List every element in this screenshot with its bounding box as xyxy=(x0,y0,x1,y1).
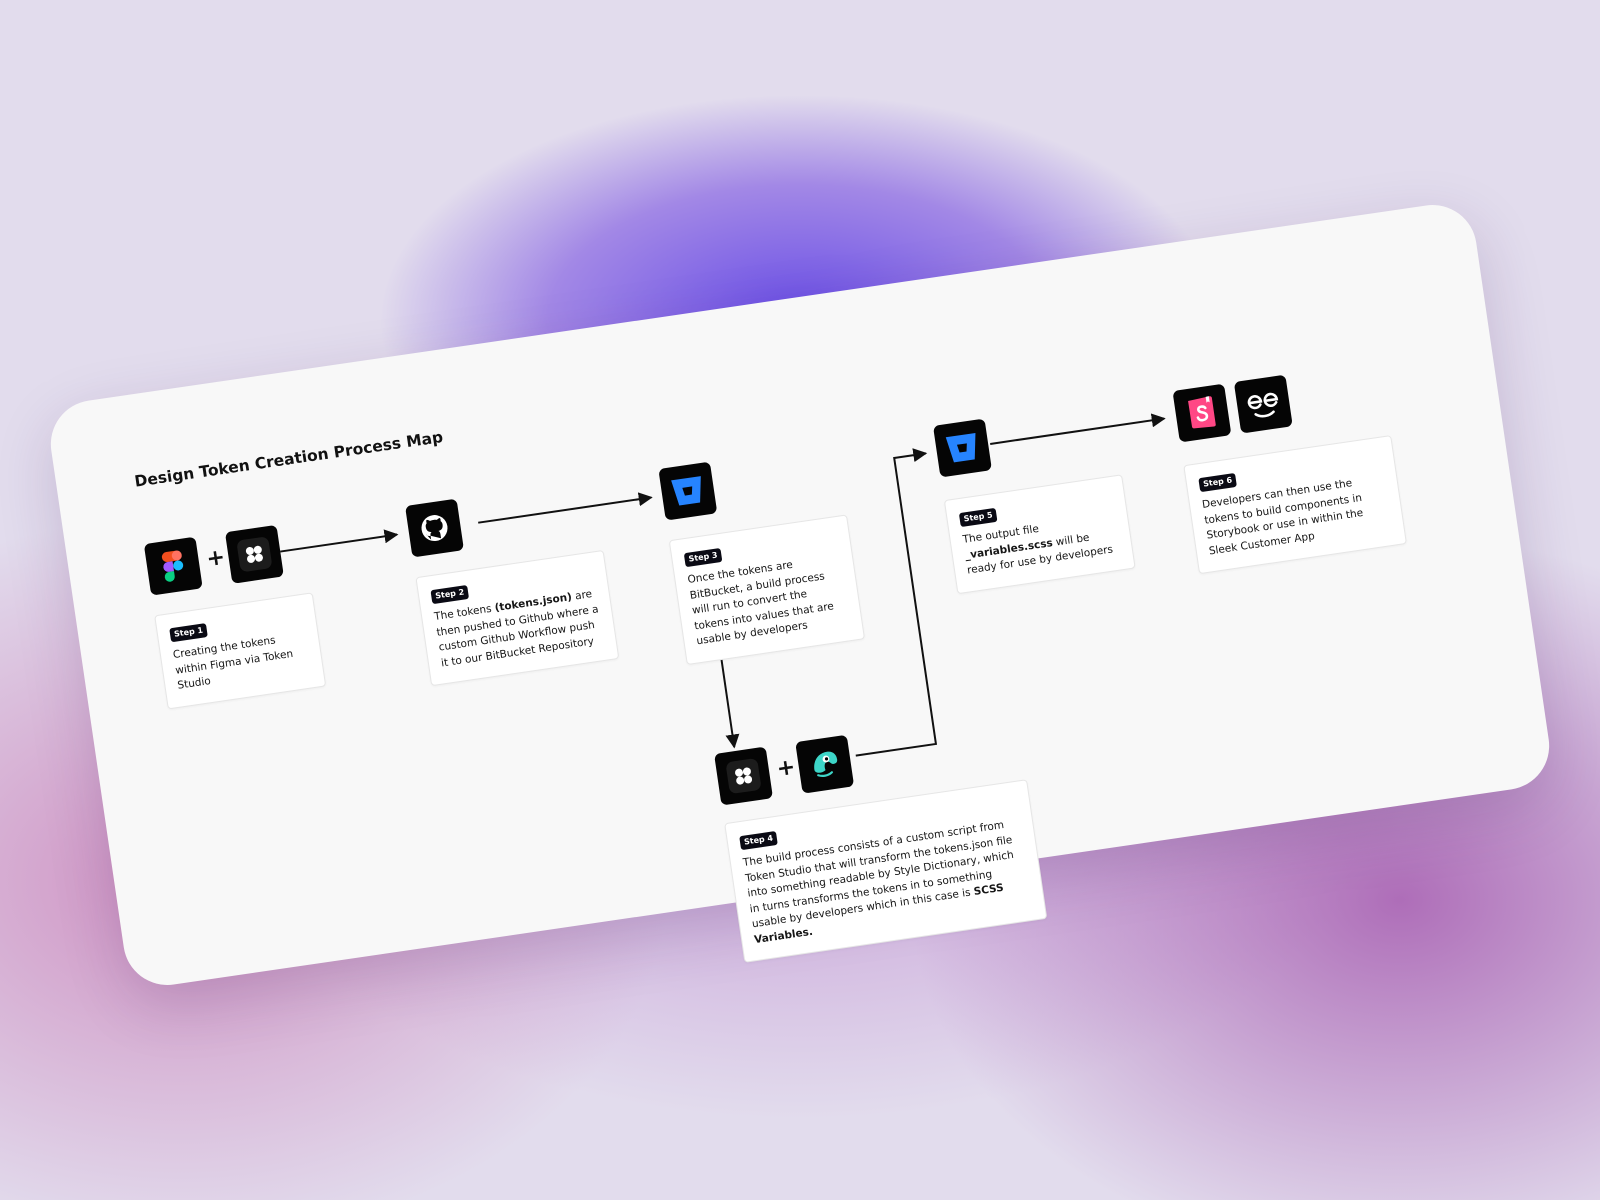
arrow-step4-to-step5 xyxy=(855,448,938,757)
token-studio-icon xyxy=(714,746,774,806)
step-3-description: Once the tokens are BitBucket, a build p… xyxy=(686,558,835,648)
bitbucket-icon xyxy=(933,418,992,478)
token-studio-icon xyxy=(224,524,284,584)
step-6-badge: Step 6 xyxy=(1198,472,1238,493)
step-5-badge: Step 5 xyxy=(958,507,998,528)
arrow-step1-to-step2 xyxy=(280,529,399,553)
step-3-card: Step 3 Once the tokens are BitBucket, a … xyxy=(668,514,865,665)
storybook-icon xyxy=(1172,383,1232,443)
step-4-text-before: The build process consists of a custom s… xyxy=(742,819,1015,931)
step-4-badge: Step 4 xyxy=(739,830,778,851)
bitbucket-icon xyxy=(658,461,718,521)
sleek-app-icon xyxy=(1233,374,1293,434)
arrow-step2-to-step3 xyxy=(478,492,653,524)
step-2-badge: Step 2 xyxy=(430,584,470,605)
style-dictionary-icon xyxy=(795,734,855,794)
arrow-step5-to-step6 xyxy=(990,413,1166,445)
plus-symbol: + xyxy=(204,544,227,573)
process-map-card: Design Token Creation Process Map + xyxy=(44,199,1556,991)
step-3-badge: Step 3 xyxy=(683,547,723,568)
figma-icon xyxy=(143,536,203,596)
github-icon xyxy=(405,498,464,558)
step-1-badge: Step 1 xyxy=(169,623,208,643)
plus-symbol: + xyxy=(775,754,798,783)
